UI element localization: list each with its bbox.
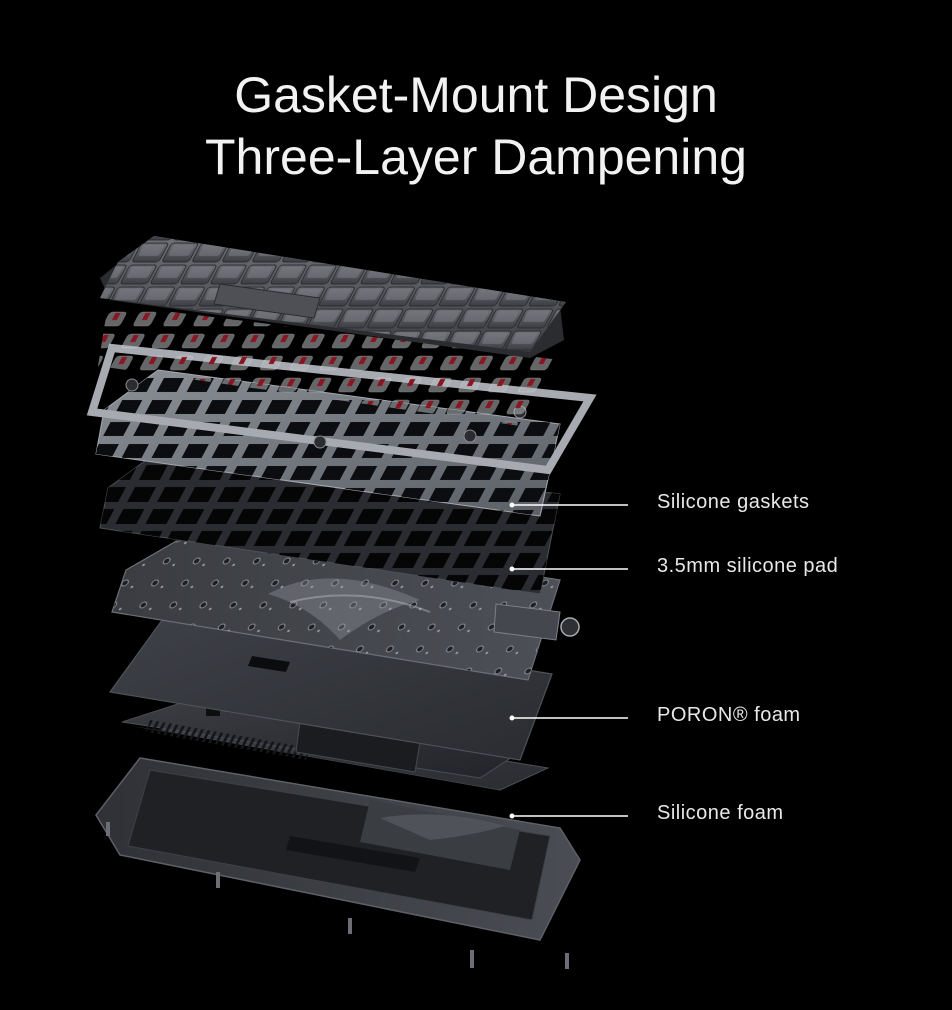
callout-silicone-foam: Silicone foam (657, 802, 784, 824)
bottom-case (95, 757, 581, 969)
callout-poron-foam: PORON® foam (657, 704, 801, 726)
callout-lines (509, 502, 628, 819)
keycap-layer (100, 236, 566, 358)
title-line-1: Gasket-Mount Design (234, 67, 718, 123)
switch-layer (98, 304, 560, 426)
callout-silicone-pad: 3.5mm silicone pad (657, 555, 839, 577)
bottom-plate (121, 699, 522, 779)
title-line-2: Three-Layer Dampening (205, 129, 747, 185)
page-title: Gasket-Mount Design Three-Layer Dampenin… (0, 64, 952, 188)
callout-silicone-gaskets: Silicone gaskets (657, 491, 810, 513)
